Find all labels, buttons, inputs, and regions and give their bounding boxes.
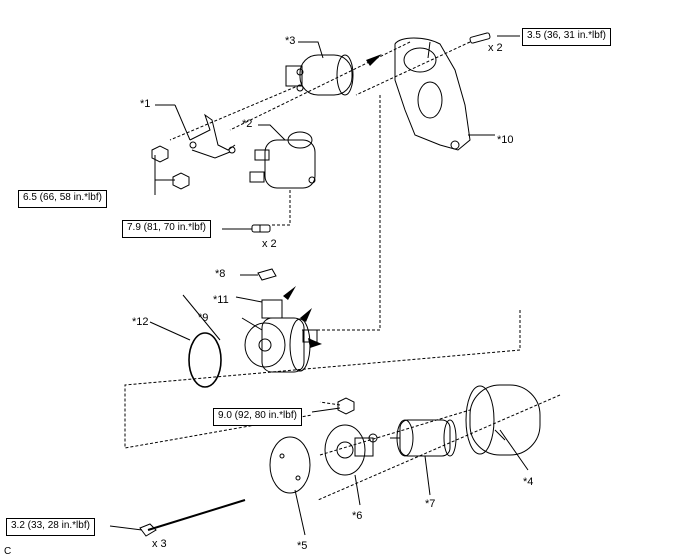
torque-spec-switch-screw: 7.9 (81, 70 in.*lbf)	[122, 220, 211, 238]
torque-spec-terminal-nut: 9.0 (92, 80 in.*lbf)	[213, 408, 302, 426]
callout-3: *3	[285, 35, 296, 47]
callout-5: *5	[297, 540, 308, 552]
torque-spec-through-bolt: 3.2 (33, 28 in.*lbf)	[6, 518, 95, 536]
through-bolt-part	[147, 499, 246, 531]
o-ring-part	[188, 332, 222, 388]
quantity-housing-bolt: x 2	[488, 42, 503, 54]
callout-7: *7	[425, 498, 436, 510]
leader-lines	[109, 35, 529, 536]
bolt-head	[139, 523, 157, 537]
callout-4: *4	[523, 476, 534, 488]
torque-spec-housing-bolt: 3.5 (36, 31 in.*lbf)	[522, 28, 611, 46]
callout-11: *11	[213, 294, 229, 306]
brush-holder-part	[324, 424, 378, 476]
quantity-switch-screw: x 2	[262, 238, 277, 250]
quantity-through-bolt: x 3	[152, 538, 167, 550]
callout-9: *9	[198, 312, 209, 324]
callout-1: *1	[140, 98, 151, 110]
assembly-lines	[124, 41, 561, 501]
solenoid-part	[285, 54, 354, 96]
lead-wire-part	[189, 113, 236, 159]
armature-part	[390, 419, 457, 457]
drive-housing-part	[394, 37, 471, 151]
callout-6: *6	[352, 510, 363, 522]
callout-10: *10	[497, 134, 514, 146]
end-frame-part	[269, 436, 311, 494]
nut-part	[337, 397, 355, 415]
motor-housing-part	[465, 384, 541, 456]
arrow-markers	[283, 54, 382, 348]
nut-pair	[151, 145, 190, 190]
yoke-part	[244, 299, 318, 373]
callout-12: *12	[132, 316, 149, 328]
corner-label: C	[4, 546, 12, 557]
clip-part	[257, 268, 277, 281]
contact-assembly-part	[249, 131, 316, 189]
callout-8: *8	[215, 268, 226, 280]
callout-2: *2	[242, 118, 253, 130]
torque-spec-lead-nut: 6.5 (66, 58 in.*lbf)	[18, 190, 107, 208]
